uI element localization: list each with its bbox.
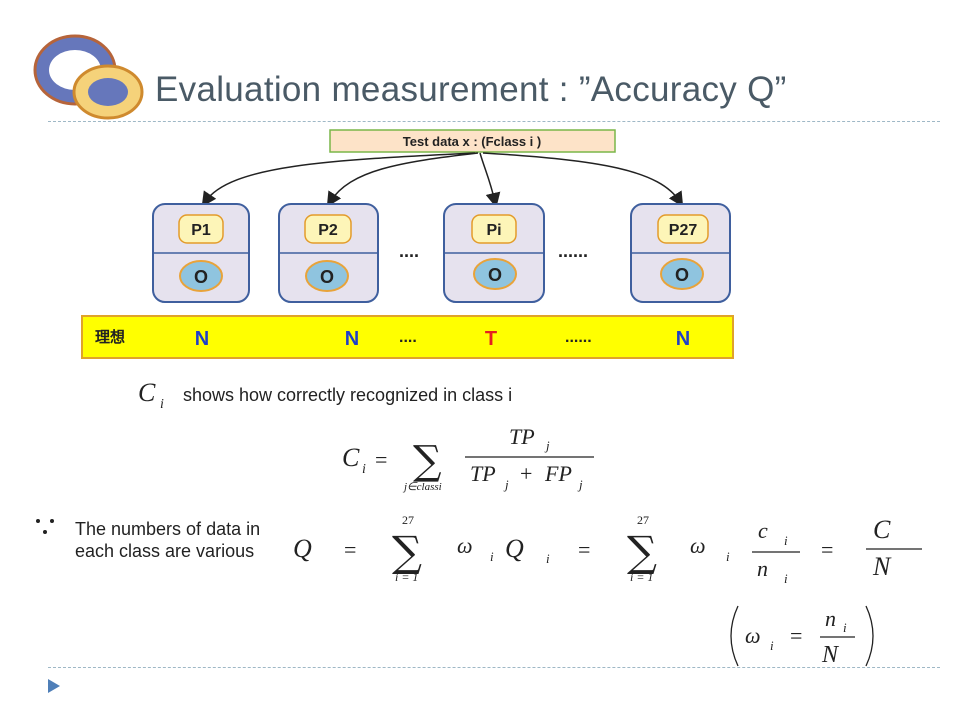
ci-symbol: C — [138, 378, 156, 407]
formula-ci-den-b: FP — [544, 461, 572, 486]
classifier-pi-output: O — [488, 265, 502, 285]
formula-ci: C i = ∑ j∈classi TP j TP j + FP j — [342, 424, 594, 493]
formula-q-eq-2: = — [578, 537, 590, 562]
test-data-label: Test data x : (Fclass i ) — [403, 134, 541, 149]
formula-q-omega-2-sub: i — [726, 549, 730, 564]
formula-q-sum2-top: 27 — [637, 513, 649, 527]
ideal-dots-short: .... — [399, 329, 417, 346]
formula-q-lhs: Q — [293, 534, 312, 563]
formula-q-sum1-bottom: i = 1 — [395, 570, 418, 584]
ideal-value-3: T — [485, 328, 497, 350]
formula-q-ci-sub: i — [784, 533, 788, 548]
formula-ci-den-a-sub: j — [503, 477, 509, 492]
classifier-p2-output: O — [320, 267, 334, 287]
ellipsis-long: ...... — [558, 241, 588, 261]
classifier-p27-label: P27 — [669, 222, 698, 239]
arrow-to-pi — [479, 152, 501, 208]
formula-q-sum1-top: 27 — [402, 513, 414, 527]
formula-q-omega-1: ω — [457, 533, 473, 558]
formula-ci-sigma: ∑ — [413, 438, 442, 484]
ellipsis-short: .... — [399, 241, 419, 261]
formula-q-eq-3: = — [821, 537, 833, 562]
classifier-p27: P27 O — [630, 203, 731, 303]
formula-ci-sum-sub: j∈classi — [402, 481, 442, 493]
formula-omega: ω i = n i N — [730, 605, 874, 668]
arrow-to-p27 — [482, 152, 684, 208]
ideal-value-4: N — [676, 328, 690, 350]
formula-omega-n-sub: i — [843, 620, 847, 635]
because-symbol-icon — [36, 519, 54, 534]
arrow-to-p1 — [201, 152, 476, 207]
ideal-value-1: N — [195, 328, 209, 350]
ci-description: shows how correctly recognized in class … — [183, 385, 513, 405]
test-data-box — [329, 129, 616, 153]
formula-omega-n: n — [825, 606, 836, 631]
formula-q-N: N — [872, 552, 892, 581]
footer-divider — [48, 667, 940, 668]
formula-q-omega-1-sub: i — [490, 549, 494, 564]
formula-q-ni-sub: i — [784, 571, 788, 586]
classifier-p2-label: P2 — [318, 222, 338, 239]
classifier-pi-label: Pi — [486, 222, 501, 239]
formula-omega-right-paren — [865, 605, 874, 667]
formula-q-qi: Q — [505, 534, 524, 563]
formula-ci-plus: + — [520, 461, 532, 486]
formula-omega-symbol: ω — [745, 623, 761, 648]
formula-ci-lhs-sub: i — [362, 462, 366, 477]
formula-ci-num-sub: j — [544, 438, 550, 453]
classifier-p2: P2 O — [278, 203, 379, 303]
formula-q-omega-2: ω — [690, 533, 706, 558]
formula-q-ni: n — [757, 556, 768, 581]
ideal-value-2: N — [345, 328, 359, 350]
formula-q-sigma-1: ∑ — [392, 527, 422, 576]
ideal-label: 理想 — [95, 328, 125, 346]
classifier-p27-output: O — [675, 265, 689, 285]
formula-q-ci: c — [758, 518, 768, 543]
formula-q-sum2-bottom: i = 1 — [630, 570, 653, 584]
formula-omega-sub: i — [770, 638, 774, 653]
ci-symbol-sub: i — [160, 397, 164, 412]
formula-ci-lhs: C — [342, 443, 360, 472]
formula-q: Q = 27 ∑ i = 1 ω i Q i = 27 ∑ i = 1 ω i … — [293, 513, 922, 586]
classifier-p1-output: O — [194, 267, 208, 287]
formula-ci-den-a: TP — [470, 461, 496, 486]
title-divider — [48, 121, 940, 122]
classifier-p1-label: P1 — [191, 222, 211, 239]
formula-ci-num: TP — [509, 424, 535, 449]
page-title: Evaluation measurement : ”Accuracy Q” — [155, 70, 787, 109]
note-text: The numbers of data in each class are va… — [75, 519, 261, 561]
formula-omega-eq: = — [790, 623, 802, 648]
ideal-bar — [81, 315, 734, 359]
ideal-dots-long: ...... — [565, 329, 592, 346]
formula-q-sigma-2: ∑ — [627, 527, 657, 576]
formula-q-C: C — [873, 515, 891, 544]
rings-logo-icon — [33, 34, 144, 120]
formula-ci-eq: = — [375, 447, 387, 472]
arrow-to-p2 — [326, 152, 479, 208]
triangle-bullet-icon — [48, 679, 60, 693]
classifier-pi: Pi O — [443, 203, 545, 303]
formula-ci-den-b-sub: j — [577, 477, 583, 492]
formula-omega-left-paren — [730, 605, 739, 667]
formula-q-eq-1: = — [344, 537, 356, 562]
classifier-p1: P1 O — [152, 203, 250, 303]
formula-q-qi-sub: i — [546, 551, 550, 566]
formula-omega-N: N — [821, 642, 840, 668]
